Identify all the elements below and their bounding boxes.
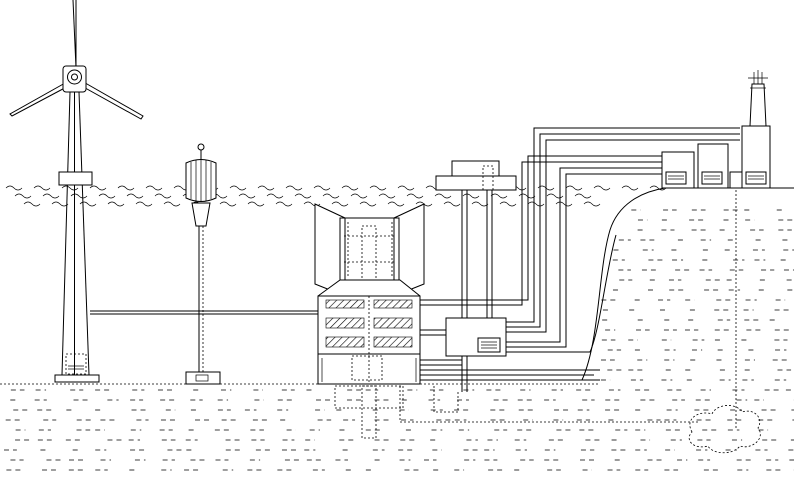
turbine-cable [90, 310, 318, 315]
sea-surface-waves [5, 185, 667, 207]
wind-turbine [9, 0, 144, 383]
pipeline-bundle-lower [420, 234, 617, 381]
injection-line [399, 190, 737, 430]
subsea-control-box [445, 317, 507, 392]
subsea-processing-module [314, 203, 425, 439]
marker-buoy [185, 143, 221, 385]
seabed-texture [4, 209, 794, 471]
onshore-facilities [661, 70, 771, 189]
pipeline-bundle-short [420, 329, 600, 376]
pipeline-bundle-upper [420, 127, 740, 348]
underground-reservoir [688, 405, 761, 454]
surface-platform [435, 160, 517, 318]
landmass-outline [581, 187, 794, 381]
